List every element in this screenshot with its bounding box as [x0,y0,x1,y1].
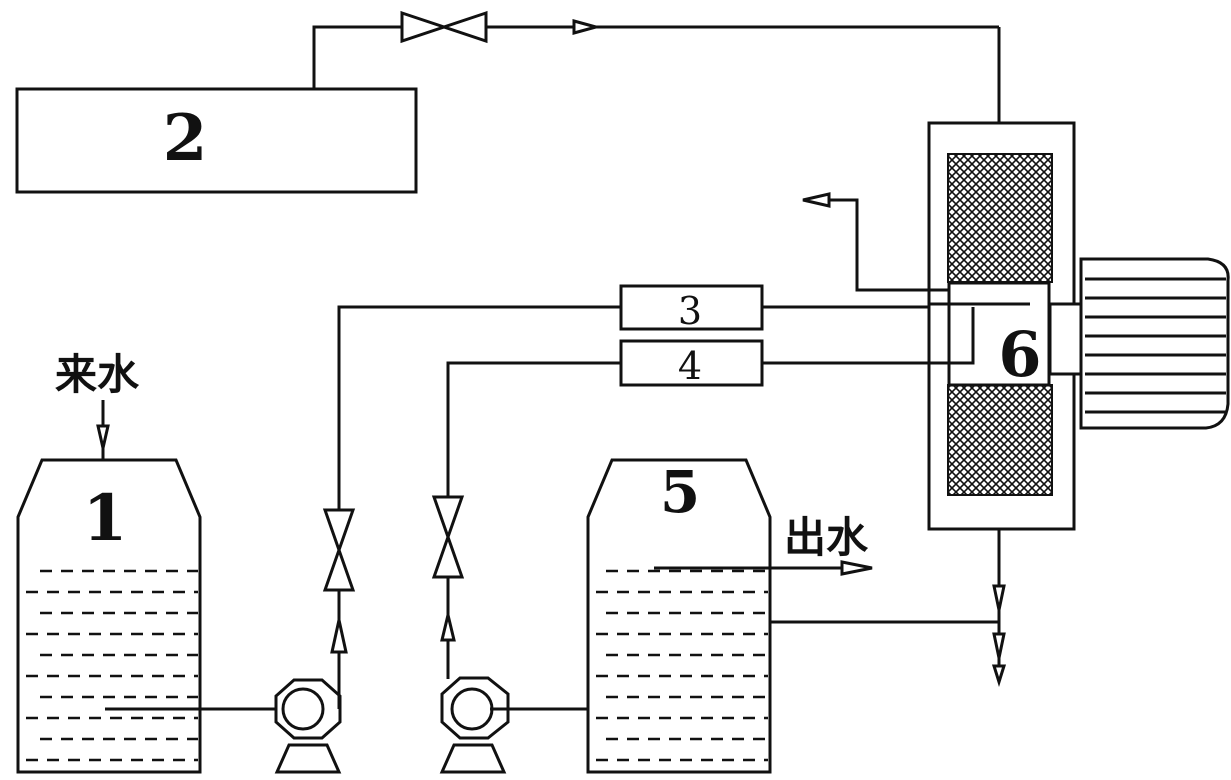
tank-5-water-dashes [596,569,768,762]
unit-3-box [619,284,764,331]
core-tube-4 [929,307,975,365]
bottom-arrow-icon-3 [991,664,1007,688]
label-outflow: 出水 [784,513,869,562]
unit-6-upper-mesh [947,153,1053,283]
outflow-arrow-icon [840,560,873,576]
tank-1 [16,458,202,774]
label-tank-1: 1 [83,481,128,556]
pump-2-icon [439,676,510,774]
tank-1-water-dashes [26,590,198,762]
pump-2-arrow-icon [440,614,456,642]
pump-1-icon [274,678,342,774]
label-unit-3: 3 [678,289,702,333]
exhaust-pipe [829,198,949,292]
exhaust-arrow-icon [802,192,831,208]
valve-2-icon [431,495,465,579]
top-valve-icon [400,10,488,44]
top-flow-arrow-icon [572,19,602,35]
unit-6-lower-mesh [947,384,1053,496]
pipe-2-to-6 [312,25,402,89]
motor-icon [1048,257,1230,430]
pipe-4-feed [446,361,621,497]
bottom-arrow-icon-1 [992,584,1006,611]
valve-1-icon [322,508,356,592]
label-unit-6: 6 [998,318,1041,391]
label-unit-4: 4 [678,344,702,388]
tank-5 [586,458,772,774]
bottom-arrow-icon-2 [992,632,1006,659]
pipe-3-feed [337,305,621,510]
unit-2-box [15,87,418,194]
pump-1-arrow-icon [330,619,348,654]
label-unit-2: 2 [163,101,208,176]
inflow-arrow-icon [96,424,110,449]
label-inflow: 来水 [55,350,140,399]
label-tank-5: 5 [660,458,700,526]
unit-4-box [619,339,764,387]
